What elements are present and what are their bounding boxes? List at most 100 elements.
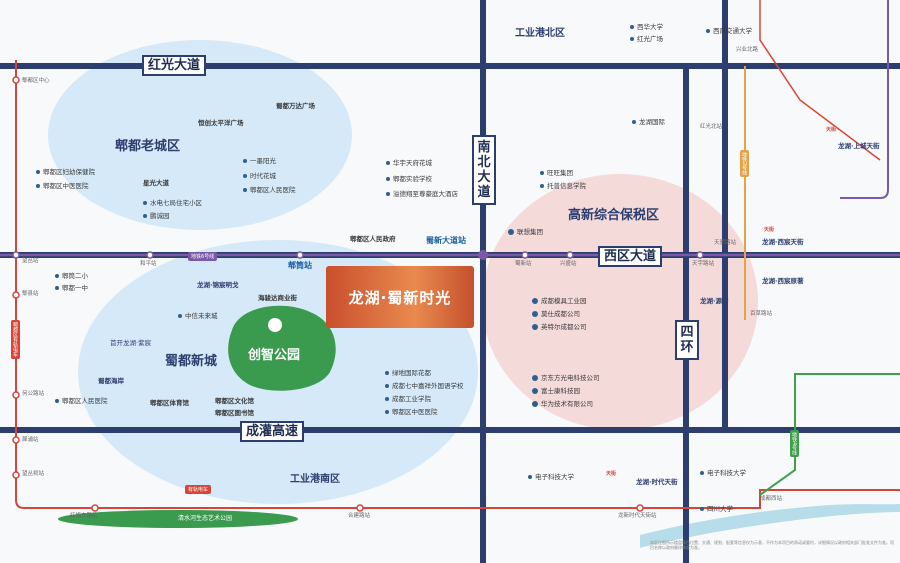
poi-sc-3: 成都工业学院 [385, 396, 431, 403]
poi-west-3: 郫都区人民医院 [55, 398, 108, 405]
zone-industry-south: 工业港南区 [290, 474, 340, 485]
poi-ne-9: 龙湖·源著 [700, 297, 729, 305]
road-label-nanbei: 南北大道 [472, 135, 496, 205]
poi-nc-4: 首开龙湖·紫宸 [110, 339, 152, 347]
poi-cn-2: 郫都实验学校 [386, 176, 432, 183]
st-w-2: 望丛站 [22, 258, 39, 264]
road-label-chengguan: 成灌高速 [240, 421, 305, 442]
poi-west-1: 郫筒二小 [55, 273, 88, 280]
poi-nc-6: 郫都区体育馆 [150, 399, 189, 407]
poi-bz-8: 富士康科技园 [532, 388, 580, 395]
poi-nc-3: 中信未来城 [178, 313, 218, 320]
metro-red-ne [840, 0, 889, 199]
st-w-1: 郫都区中心 [22, 78, 50, 84]
poi-nc-2: 海骏达商业街 [258, 294, 297, 302]
poi-sc-2: 成都七中嘉祥外国语学校 [385, 383, 464, 390]
disclaimer: 本区位图所示楼盘项目位置、交通、规划、配套等信息仅为示意，不作为本项目的承诺或要… [650, 540, 894, 550]
st-6-1: 和平站 [140, 261, 157, 267]
poi-ne-6: 龙湖·上城天街 [838, 142, 880, 150]
badge-line6: 地铁6号线 [188, 252, 218, 261]
tree-icon [268, 318, 282, 332]
st-ne-1: 天骄路站 [714, 240, 737, 246]
poi-old-3: 郫都区人民医院 [243, 187, 296, 194]
poi-sc-4: 郫都区中医医院 [385, 409, 438, 416]
poi-gov: 郫都区人民政府 [350, 235, 396, 243]
poi-ne-2: 红光广场 [630, 36, 663, 43]
zone-new-city: 蜀都新城 [165, 354, 218, 369]
station-shudu-avenue: 蜀新大道站 [426, 236, 466, 245]
poi-plaza1: 恒创太平洋广场 [198, 119, 244, 127]
poi-ne-tianjie1: 天街 [826, 127, 837, 133]
road-label-sihuan: 四环 [675, 320, 699, 360]
river [640, 504, 900, 548]
poi-old-1: 一墨阳光 [243, 158, 276, 165]
st-6-3: 兴盛站 [560, 261, 577, 267]
poi-s-5: 清水河生态艺术公园 [178, 515, 233, 522]
poi-old-5: 鹏诚园 [143, 213, 170, 220]
poi-bz-7: 京东方光电科技公司 [532, 375, 600, 382]
project-highlight[interactable]: 龙湖·蜀新时光 [326, 266, 474, 328]
poi-bz-5: 莫仕成都公司 [532, 311, 580, 318]
road-label-hongguang: 红光大道 [142, 55, 207, 76]
poi-xingguang: 星光大道 [143, 179, 169, 187]
metro-purple-ne [759, 0, 881, 161]
st-6-2: 蜀新站 [515, 261, 532, 267]
st-s-4: 成都西站 [760, 496, 783, 502]
river-park-strip [58, 510, 298, 528]
poi-nc-8: 郫都区图书馆 [215, 409, 254, 417]
poi-ne-tianjie2: 天街 [764, 227, 775, 233]
metro-red-line [15, 60, 900, 509]
park-label: 创智公园 [248, 348, 301, 363]
poi-nc-7: 郫都区文化馆 [215, 397, 254, 405]
poi-old-2: 时代花城 [243, 173, 276, 180]
poi-nc-1: 龙湖·锦宸明戈 [197, 281, 239, 289]
poi-cn-1: 华宇天府花城 [386, 160, 432, 167]
poi-ne-4: 兴业北路 [736, 47, 759, 53]
poi-ne-7: 龙湖·西宸天街 [762, 238, 804, 246]
poi-west-2: 郫都一中 [55, 285, 88, 292]
poi-old-4: 水电七局住宅小区 [143, 200, 202, 207]
poi-ne-1: 西华大学 [630, 24, 663, 31]
st-w-6: 望丛祠站 [22, 471, 45, 477]
st-6-4: 天宇路站 [692, 261, 715, 267]
st-w-4: 何公路站 [22, 391, 45, 397]
old-city-zone [48, 40, 352, 230]
st-ne-3: 红光北站 [700, 124, 723, 130]
poi-bz-9: 华为技术有限公司 [532, 401, 593, 408]
badge-line-west: 郫都区有轨电车 [11, 320, 20, 359]
poi-bz-4: 成都模具工业园 [532, 298, 587, 305]
poi-s-3: 电子科技大学 [700, 470, 746, 477]
zone-old-city: 郫都老城区 [115, 139, 181, 154]
poi-sc-1: 绿地国际花都 [385, 370, 431, 377]
poi-bz-3: 联想集团 [508, 229, 543, 236]
badge-line4: 地铁4号线 [790, 430, 799, 458]
project-name: 龙湖·蜀新时光 [348, 288, 452, 307]
st-w-3: 郫县站 [22, 291, 39, 297]
road-label-xiqu: 西区大道 [598, 246, 663, 267]
poi-ne-8: 龙湖·西宸原著 [762, 277, 804, 285]
poi-nc-5: 蜀都海岸 [98, 377, 124, 385]
metro-green-line [759, 373, 900, 496]
station-pidu: 郫筒站 [288, 261, 312, 270]
badge-line2: 地铁2号线 [740, 150, 749, 178]
poi-s-2: 龙湖·时代天街 [636, 478, 678, 486]
zone-industry-north: 工业港北区 [515, 28, 565, 39]
badge-red-bottom: 有轨电车 [185, 485, 212, 494]
poi-ne-3: 西南交通大学 [706, 28, 752, 35]
poi-plaza2: 蜀都万达广场 [276, 102, 315, 110]
poi-ne-5: 龙湖国际 [632, 119, 665, 126]
st-s-1: 红旗东路站 [70, 513, 98, 519]
poi-cn-3: 溢德翔至尊豪庭大酒店 [386, 191, 458, 198]
poi-bz-2: 托普信息学院 [540, 183, 586, 190]
st-s-2: 合建路站 [348, 513, 371, 519]
poi-bz-6: 英特尔成都公司 [532, 324, 587, 331]
poi-old-6: 郫都区妇幼保健院 [36, 169, 95, 176]
st-ne-2: 百草路站 [750, 311, 773, 317]
poi-old-7: 郫都区中医医院 [36, 183, 89, 190]
zone-bonded: 高新综合保税区 [568, 208, 660, 223]
poi-s-4: 四川大学 [700, 506, 733, 513]
poi-s-tianjie: 天街 [606, 471, 617, 477]
st-w-5: 犀浦站 [22, 437, 39, 443]
poi-s-1: 电子科技大学 [528, 474, 574, 481]
